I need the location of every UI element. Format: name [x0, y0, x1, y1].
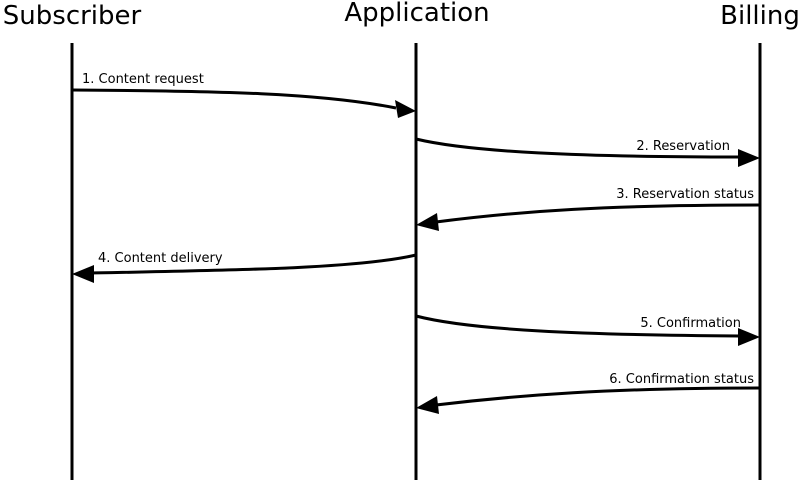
message-3-reservation-status: 3. Reservation status — [416, 187, 761, 231]
message-5-confirmation: 5. Confirmation — [415, 314, 760, 346]
message-1-label: 1. Content request — [82, 72, 204, 87]
message-4-label: 4. Content delivery — [98, 251, 223, 266]
message-1-content-request: 1. Content request — [71, 72, 416, 118]
message-3-label: 3. Reservation status — [616, 187, 754, 202]
message-5-label: 5. Confirmation — [640, 316, 741, 331]
message-6-confirmation-status: 6. Confirmation status — [416, 372, 761, 414]
message-6-label: 6. Confirmation status — [609, 372, 754, 387]
message-4-content-delivery: 4. Content delivery — [72, 251, 417, 283]
actor-billing-label: Billing — [720, 1, 800, 31]
actor-subscriber-label: Subscriber — [3, 1, 142, 31]
actor-application-label: Application — [344, 0, 489, 28]
message-2-reservation: 2. Reservation — [415, 137, 760, 167]
message-2-label: 2. Reservation — [636, 139, 730, 154]
